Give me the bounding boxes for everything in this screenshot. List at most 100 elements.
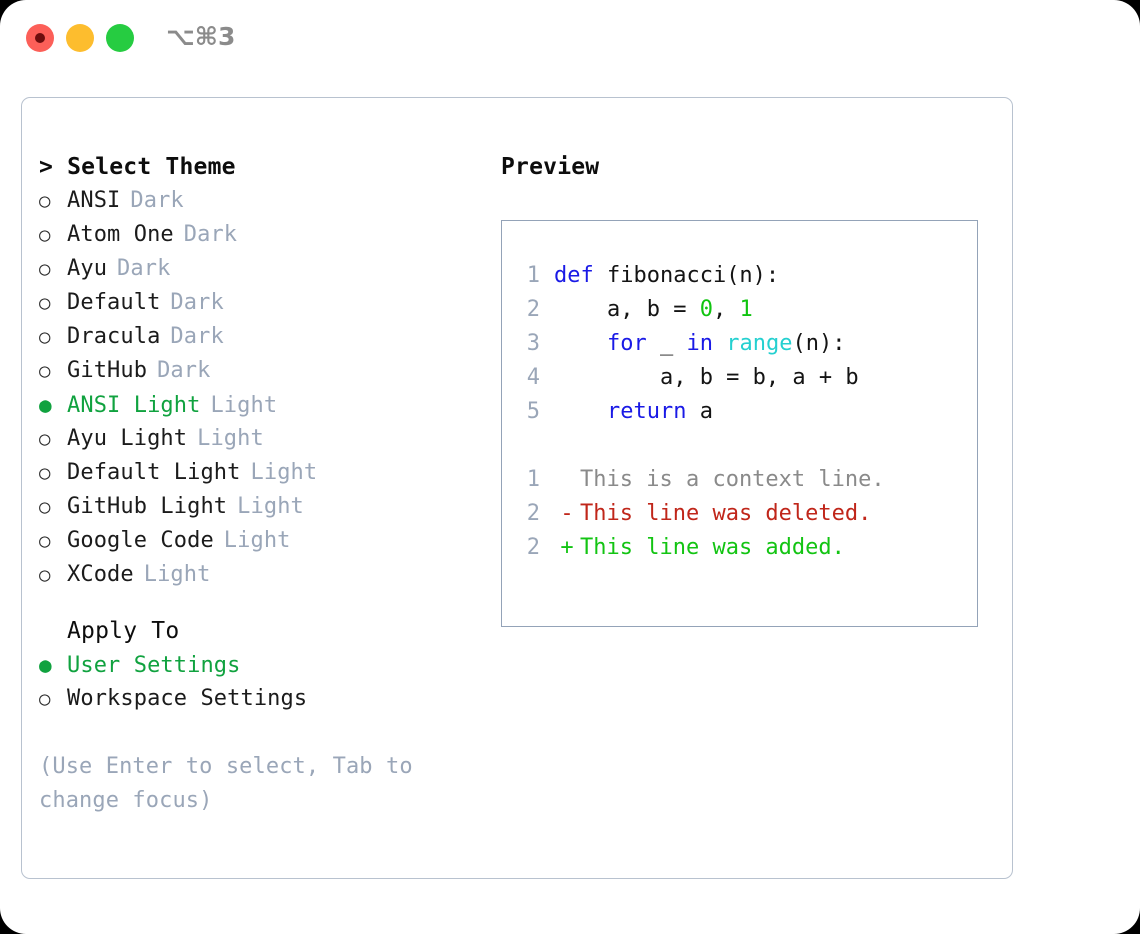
radio-unselected-icon: ○ <box>39 190 51 212</box>
code-text: for _ in range(n): <box>554 327 845 361</box>
radio-unselected-icon: ○ <box>39 530 51 552</box>
code-token-fn: range <box>726 331 793 356</box>
code-line: 2 a, b = 0, 1 <box>514 293 971 327</box>
theme-label: Google Code <box>67 528 214 553</box>
theme-label: ANSI <box>67 188 121 213</box>
code-text: def fibonacci(n): <box>554 259 779 293</box>
code-token-id <box>713 331 726 356</box>
radio-unselected-icon: ○ <box>39 360 51 382</box>
radio-selected-icon: ● <box>39 393 52 417</box>
theme-label: Dracula <box>67 324 161 349</box>
theme-label: Ayu <box>67 256 108 281</box>
code-token-id: , <box>712 297 740 322</box>
theme-variant-tag: Light <box>197 426 264 451</box>
apply-to-list[interactable]: ● User Settings ○ Workspace Settings <box>39 648 509 716</box>
radio-unselected-icon: ○ <box>39 292 51 314</box>
code-token-id: (n): <box>792 331 846 356</box>
apply-to-label: Workspace Settings <box>67 686 308 711</box>
line-number: 2 <box>526 535 540 560</box>
theme-label: XCode <box>67 562 134 587</box>
theme-item[interactable]: ○ ANSI Dark <box>39 184 509 218</box>
diff-text: This line was deleted. <box>580 501 872 526</box>
theme-variant-tag: Dark <box>117 256 171 281</box>
close-window-button[interactable] <box>26 24 54 52</box>
minimize-window-button[interactable] <box>66 24 94 52</box>
theme-label: Ayu Light <box>67 426 188 451</box>
theme-variant-tag: Dark <box>130 188 184 213</box>
code-token-id: _ <box>646 331 687 356</box>
theme-variant-tag: Light <box>250 460 318 485</box>
theme-label: Default Light <box>67 460 241 485</box>
diff-marker-del: - <box>560 501 574 526</box>
code-line: 5 return a <box>514 395 971 429</box>
theme-label: Atom One <box>67 222 174 247</box>
maximize-window-button[interactable] <box>106 24 134 52</box>
code-token-kw: return <box>606 399 687 424</box>
title-bar: ⌥⌘3 <box>0 0 1140 78</box>
code-token-kw: for <box>606 331 647 356</box>
theme-item[interactable]: ○ Ayu Light Light <box>39 422 509 456</box>
code-token-id: a, b = b, a + b <box>554 365 859 390</box>
line-number: 5 <box>526 399 540 424</box>
code-line: 1 def fibonacci(n): <box>514 259 971 293</box>
code-text: a, b = 0, 1 <box>554 293 753 327</box>
radio-unselected-icon: ○ <box>39 224 51 246</box>
apply-to-item[interactable]: ● User Settings <box>39 648 509 682</box>
preview-heading: Preview <box>501 154 600 180</box>
code-text: a, b = b, a + b <box>554 361 859 395</box>
apply-to-item[interactable]: ○ Workspace Settings <box>39 682 509 716</box>
radio-unselected-icon: ○ <box>39 496 51 518</box>
theme-variant-tag: Dark <box>157 358 211 383</box>
apply-to-heading: Apply To <box>67 618 180 644</box>
diff-text: This is a context line. <box>580 467 885 492</box>
code-token-num: 0 <box>699 297 713 322</box>
keyboard-hint-text: (Use Enter to select, Tab to change focu… <box>39 754 413 813</box>
theme-variant-tag: Dark <box>183 222 238 247</box>
code-token-kw: def <box>554 263 607 288</box>
code-token-id: a, b = <box>554 297 700 322</box>
radio-unselected-icon: ○ <box>39 258 51 280</box>
radio-unselected-icon: ○ <box>39 428 51 450</box>
diff-block: 1 This is a context line.2-This line was… <box>514 463 971 565</box>
code-token-id: fibonacci(n): <box>606 263 780 288</box>
radio-unselected-icon: ○ <box>39 688 51 710</box>
theme-item[interactable]: ● ANSI Light Light <box>39 388 509 422</box>
diff-line: 2-This line was deleted. <box>514 497 971 531</box>
diff-marker-ctx <box>554 463 580 497</box>
theme-variant-tag: Light <box>223 528 291 553</box>
code-token-id <box>554 331 607 356</box>
theme-label: ANSI Light <box>67 393 201 418</box>
theme-item[interactable]: ○ Ayu Dark <box>39 252 509 286</box>
theme-item[interactable]: ○ Google Code Light <box>39 524 509 558</box>
diff-text: This line was added. <box>580 535 845 560</box>
theme-label: Default <box>67 290 161 315</box>
theme-item[interactable]: ○ GitHub Dark <box>39 354 509 388</box>
theme-label: GitHub Light <box>67 494 228 519</box>
diff-marker-add: + <box>560 535 574 560</box>
line-number: 2 <box>526 297 540 322</box>
theme-item[interactable]: ○ Atom One Dark <box>39 218 509 252</box>
window-controls <box>26 24 134 52</box>
theme-variant-tag: Light <box>210 393 278 418</box>
code-token-num: 1 <box>739 297 753 322</box>
theme-label: GitHub <box>67 358 148 383</box>
theme-variant-tag: Light <box>143 562 211 587</box>
apply-to-label: User Settings <box>67 653 241 678</box>
diff-line: 2 +This line was added. <box>514 531 971 565</box>
line-number: 1 <box>526 263 540 288</box>
diff-line: 1 This is a context line. <box>514 463 971 497</box>
radio-selected-icon: ● <box>39 653 52 677</box>
line-number: 2 <box>526 501 540 526</box>
keyboard-shortcut-label: ⌥⌘3 <box>166 22 236 51</box>
